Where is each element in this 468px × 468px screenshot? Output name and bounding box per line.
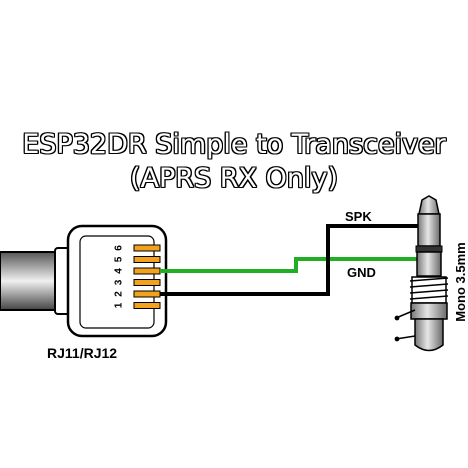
- pin-number-3: 3: [114, 279, 125, 285]
- diagram-title-line1: ESP32DR Simple to Transceiver: [22, 129, 446, 160]
- contact-pin-2: [133, 290, 161, 298]
- spk-label: SPK: [345, 209, 372, 224]
- mono-jack: [394, 195, 449, 352]
- spk-wire: [160, 224, 420, 296]
- pin-number-6: 6: [114, 245, 125, 251]
- contact-pin-5: [133, 256, 161, 263]
- jack-label: Mono 3.5mm: [453, 242, 468, 321]
- pin-number-1: 1: [114, 302, 125, 308]
- gnd-wire: [160, 257, 431, 273]
- rj-cable: [0, 247, 74, 315]
- diagram-title-line2: (APRS RX Only): [130, 163, 338, 194]
- contact-pin-3: [133, 279, 161, 286]
- contact-pin-4: [133, 267, 161, 275]
- wires: [160, 224, 431, 296]
- gnd-label: GND: [347, 265, 376, 280]
- connector-label: RJ11/RJ12: [47, 345, 117, 361]
- rj-contacts: 6 5 4 3 2 1: [114, 244, 161, 309]
- pin-number-2: 2: [114, 291, 125, 297]
- pin-number-5: 5: [114, 256, 125, 262]
- contact-pin-6: [133, 244, 161, 252]
- rj-connector: 6 5 4 3 2 1: [66, 224, 168, 338]
- contact-pin-1: [133, 302, 161, 309]
- pin-number-4: 4: [114, 268, 125, 274]
